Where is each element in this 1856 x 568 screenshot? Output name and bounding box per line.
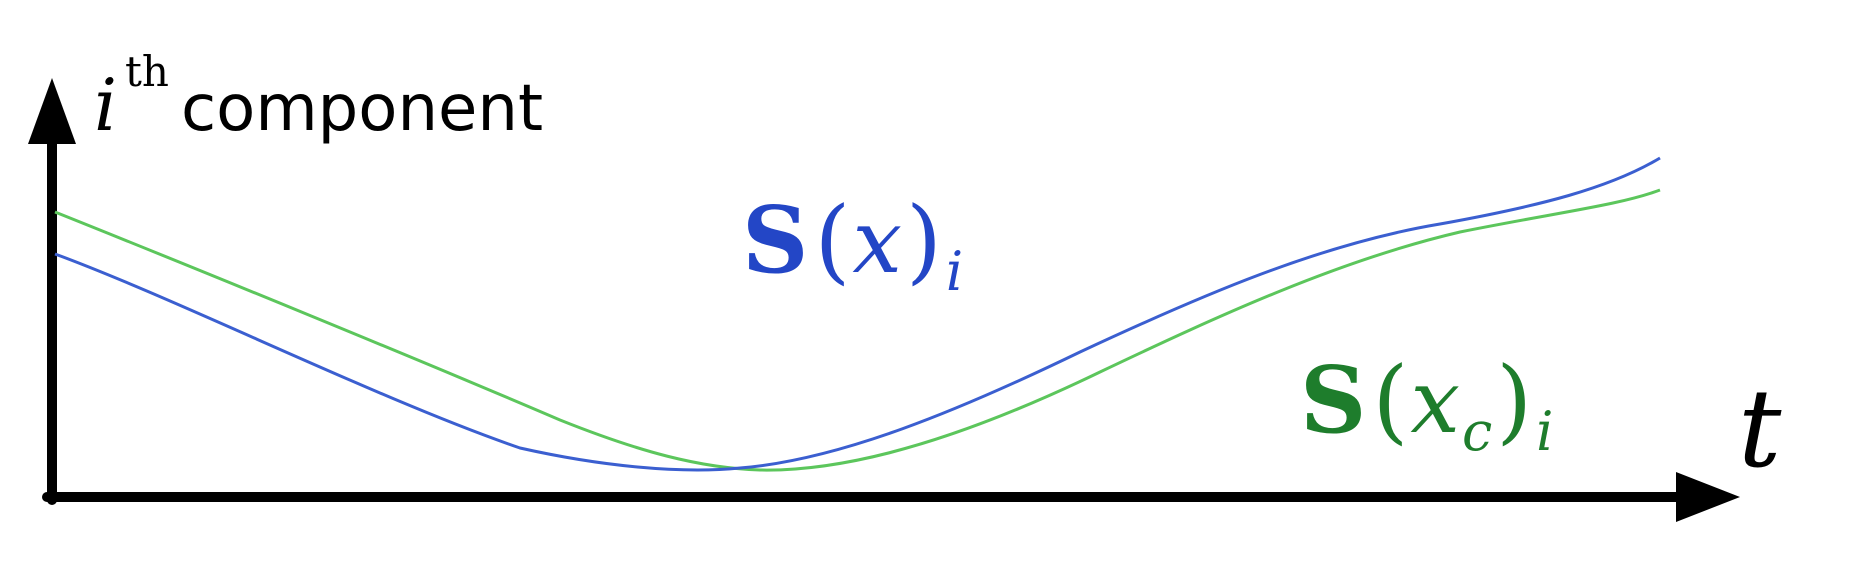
- curve-label-s-xc: S(xc)i: [1300, 346, 1553, 463]
- y-axis-arrowhead: [28, 78, 76, 144]
- x-axis-arrowhead: [1676, 472, 1740, 522]
- curve-label-s-x: S(x)i: [742, 186, 963, 303]
- label-s-x-open: (: [814, 187, 850, 294]
- label-s-xc-close: ): [1496, 347, 1532, 454]
- label-s-x-sub: i: [946, 240, 963, 303]
- label-s-xc-open: (: [1372, 347, 1408, 454]
- label-s-x-var: x: [852, 190, 902, 293]
- label-s-xc-main: S: [1300, 346, 1366, 454]
- label-s-xc-varsub: c: [1462, 400, 1492, 463]
- curve-s-x: [54, 156, 1661, 472]
- y-axis-label-superscript: th: [125, 47, 169, 96]
- y-axis-label-word: component: [181, 72, 543, 146]
- label-s-xc-var: x: [1410, 350, 1460, 453]
- label-s-x-main: S: [742, 186, 808, 294]
- y-axis-label-index: i: [94, 63, 117, 147]
- label-s-xc-sub: i: [1536, 400, 1553, 463]
- x-axis-label: t: [1738, 367, 1782, 492]
- label-s-x-close: ): [906, 187, 942, 294]
- curve-s-xc: [54, 188, 1661, 472]
